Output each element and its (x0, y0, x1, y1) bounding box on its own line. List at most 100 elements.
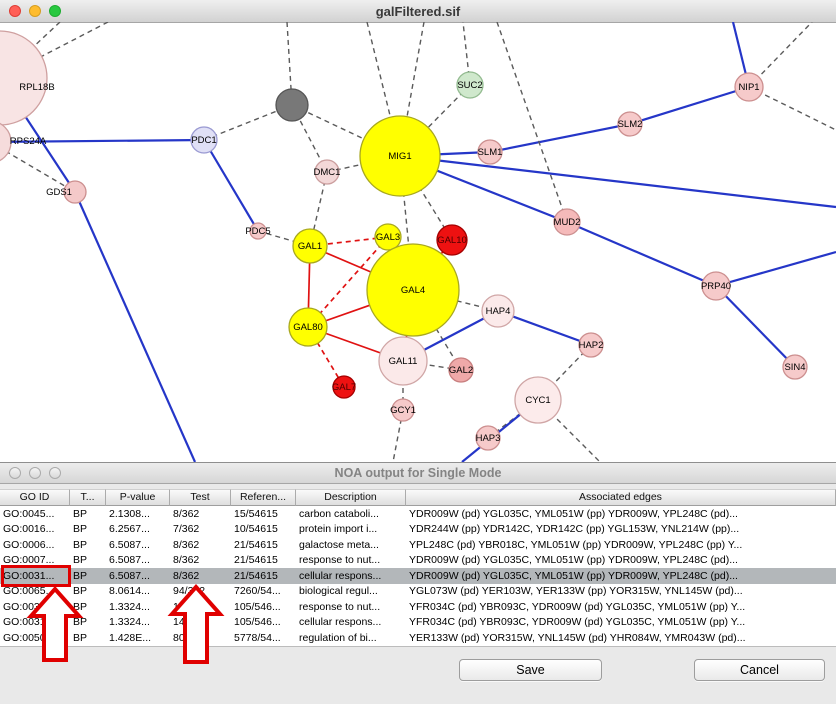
network-edge (307, 236, 389, 328)
network-edge (566, 220, 717, 288)
table-cell: GO:0050... (3, 631, 55, 644)
network-edge (399, 22, 425, 157)
table-cell: YER133W (pd) YOR315W, YNL145W (pd) YHR08… (409, 631, 746, 644)
noa-window-title: NOA output for Single Mode (334, 466, 502, 480)
minimize-button[interactable] (29, 467, 41, 479)
close-button[interactable] (9, 467, 21, 479)
network-node-mig1[interactable]: MIG1 (359, 115, 441, 197)
table-cell: 6.2567... (109, 523, 150, 535)
node-label: GAL2 (449, 365, 473, 376)
network-node-suc2[interactable]: SUC2 (456, 71, 484, 99)
table-cell: 7260/54... (234, 585, 281, 597)
node-label: SIN4 (784, 362, 805, 373)
node-label: SUC2 (457, 80, 482, 91)
table-cell: YDR009W (pd) YGL035C, YML051W (pp) YDR00… (409, 569, 738, 582)
node-label: SLM2 (618, 119, 643, 130)
network-node-gal10[interactable]: GAL10 (436, 224, 468, 256)
network-edge (0, 147, 76, 193)
table-cell: cellular respons... (299, 616, 382, 628)
table-cell: YDR009W (pd) YGL035C, YML051W (pp) YDR00… (409, 507, 738, 520)
network-node-rps24a[interactable]: RPS24A (0, 121, 47, 163)
network-edge (496, 22, 568, 223)
network-node-gal3[interactable]: GAL3 (374, 223, 402, 251)
network-node-unlabeled[interactable] (275, 88, 309, 122)
table-cell: YFR034C (pd) YBR093C, YDR009W (pd) YGL03… (409, 616, 746, 628)
network-node-hap2[interactable]: HAP2 (578, 332, 604, 358)
table-cell: GO:0031... (3, 600, 55, 613)
network-node-gal4[interactable]: GAL4 (366, 243, 460, 337)
table-cell: 1.3324... (109, 600, 150, 613)
network-node-prp40[interactable]: PRP40 (701, 271, 731, 301)
network-node-pdc5[interactable]: PDC5 (245, 222, 271, 240)
network-node-rpl18b[interactable]: RPL18B (0, 30, 55, 126)
table-cell: BP (73, 585, 88, 597)
node-label: HAP2 (579, 340, 604, 351)
table-cell: GO:0007... (3, 554, 55, 566)
table-cell: GO:0045... (3, 507, 55, 520)
column-header-6[interactable]: Associated edges (406, 489, 836, 506)
network-node-nip1[interactable]: NIP1 (734, 72, 764, 102)
zoom-button[interactable] (49, 5, 61, 17)
column-header-4[interactable]: Referen... (231, 489, 296, 506)
network-node-gal1[interactable]: GAL1 (292, 228, 328, 264)
column-header-1[interactable]: T... (70, 489, 106, 506)
network-node-gds1[interactable]: GDS1 (46, 180, 87, 204)
network-node-dmc1[interactable]: DMC1 (314, 159, 341, 185)
network-node-mud2[interactable]: MUD2 (553, 208, 581, 236)
network-node-slm1[interactable]: SLM1 (477, 139, 503, 165)
save-button[interactable]: Save (459, 659, 602, 681)
table-cell: 8/362 (173, 507, 200, 520)
network-node-hap3[interactable]: HAP3 (475, 425, 501, 451)
table-cell: 21/54615 (234, 554, 278, 566)
table-cell: GO:0006... (3, 538, 55, 551)
network-window-title: galFiltered.sif (375, 3, 461, 19)
network-node-gal11[interactable]: GAL11 (378, 336, 428, 386)
network-edge (715, 285, 796, 368)
network-node-sin4[interactable]: SIN4 (782, 354, 808, 380)
node-label: PRP40 (701, 281, 731, 292)
network-node-slm2[interactable]: SLM2 (617, 111, 643, 137)
column-header-5[interactable]: Description (296, 489, 406, 506)
table-cell: GO:0065... (3, 585, 55, 597)
table-cell: 5778/54... (234, 631, 281, 644)
network-edge (203, 139, 259, 232)
network-node-hap4[interactable]: HAP4 (481, 294, 515, 328)
column-header-3[interactable]: Test (170, 489, 231, 506)
node-label: HAP3 (476, 433, 501, 444)
table-cell: 7/362 (173, 523, 200, 535)
network-node-gal7[interactable]: GAL7 (332, 375, 356, 399)
node-label: MUD2 (554, 217, 581, 228)
network-node-cyc1[interactable]: CYC1 (514, 376, 562, 424)
zoom-button[interactable] (49, 467, 61, 479)
column-header-0[interactable]: GO ID (0, 489, 70, 506)
network-edge (715, 250, 836, 288)
minimize-button[interactable] (29, 5, 41, 17)
network-edge (537, 399, 601, 462)
table-cell: 15/54615 (234, 507, 278, 520)
network-edge (629, 85, 750, 126)
network-node-gal80[interactable]: GAL80 (288, 307, 328, 347)
node-label: RPS24A (10, 136, 47, 147)
table-cell: 80/362 (173, 631, 206, 644)
close-button[interactable] (9, 5, 21, 17)
network-node-pdc1[interactable]: PDC1 (190, 126, 218, 154)
table-cell: 8.0614... (109, 585, 150, 597)
table-cell: 21/54615 (234, 569, 278, 582)
network-node-gal2[interactable]: GAL2 (448, 357, 474, 383)
column-header-2[interactable]: P-value (106, 489, 170, 506)
table-cell: 105/546... (234, 600, 281, 613)
cancel-button[interactable]: Cancel (694, 659, 825, 681)
table-cell: GO:0031... (3, 569, 55, 582)
network-node-gcy1[interactable]: GCY1 (390, 398, 416, 422)
